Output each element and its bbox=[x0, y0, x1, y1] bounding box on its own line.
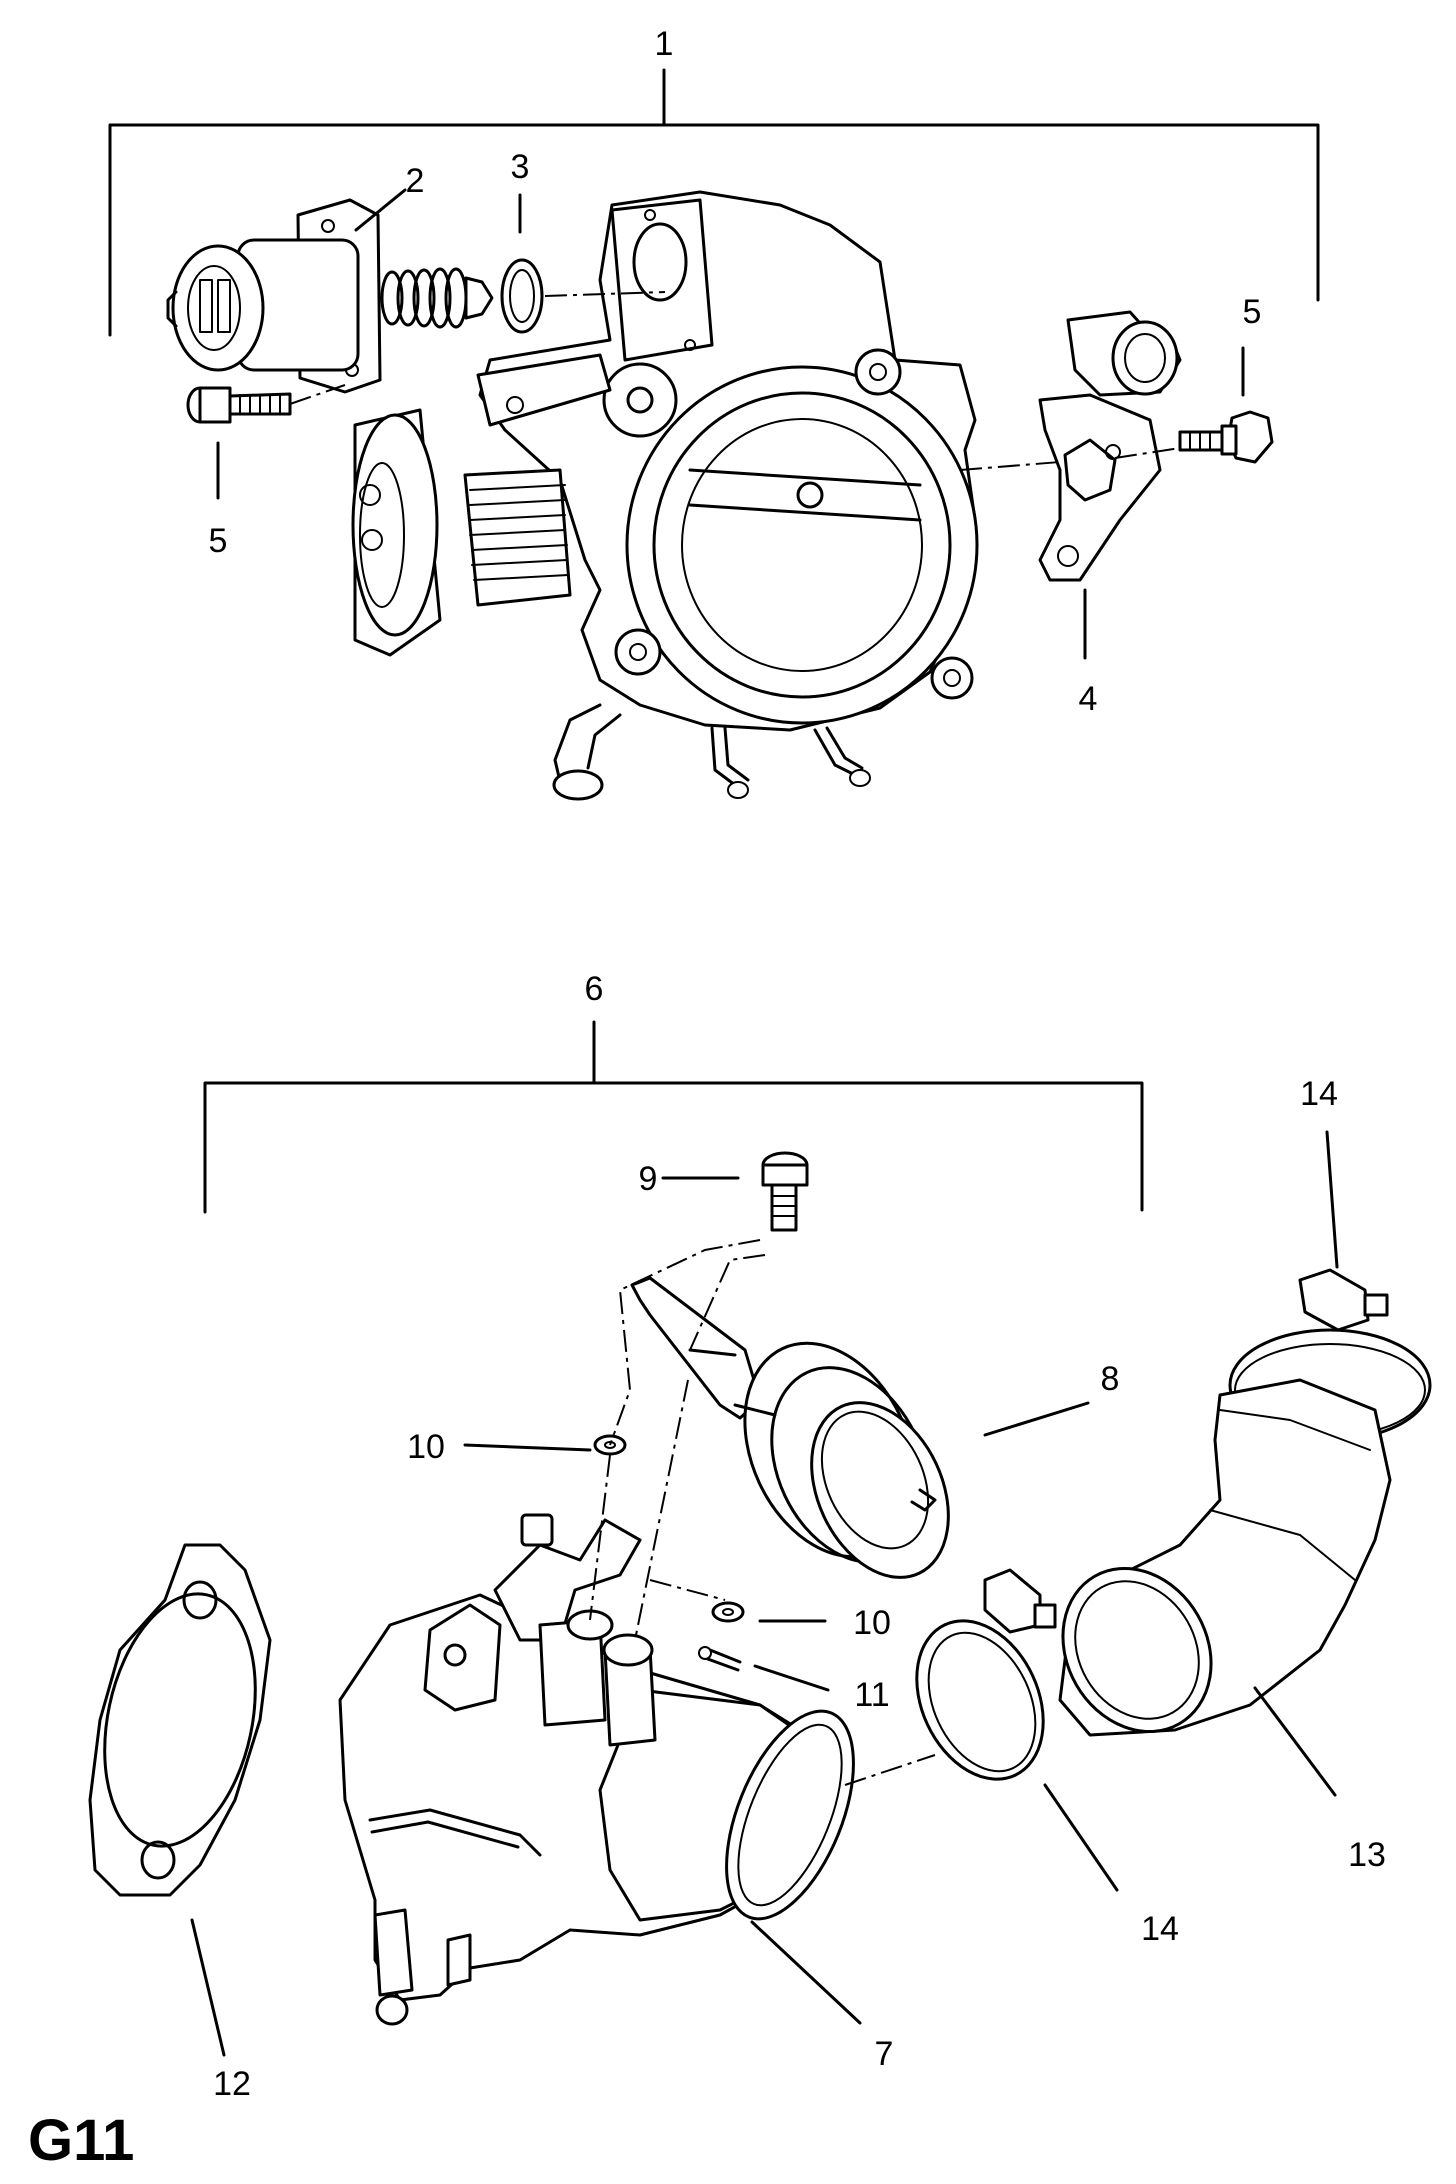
callout-10-right: 10 bbox=[853, 1604, 891, 1642]
callout-5-right: 5 bbox=[1243, 293, 1262, 331]
pin bbox=[698, 1646, 742, 1672]
callout-labels: 1 2 3 4 5 5 6 7 8 9 10 10 11 12 13 14 14 bbox=[209, 25, 1386, 2103]
throttle-body bbox=[351, 190, 979, 801]
leaders-lower bbox=[190, 1130, 1339, 2057]
callout-7: 7 bbox=[875, 2035, 894, 2073]
throttle-position-sensor bbox=[1038, 310, 1182, 582]
screw-left bbox=[186, 386, 292, 424]
callout-1: 1 bbox=[655, 25, 674, 63]
callout-13: 13 bbox=[1348, 1836, 1386, 1874]
leaders-upper bbox=[216, 188, 1245, 660]
o-ring bbox=[500, 258, 544, 334]
callout-6: 6 bbox=[585, 970, 604, 1008]
callout-12: 12 bbox=[213, 2065, 251, 2103]
page-code: G11 bbox=[28, 2108, 134, 2173]
callout-8: 8 bbox=[1101, 1360, 1120, 1398]
callout-9: 9 bbox=[639, 1160, 658, 1198]
hose-clamp-lower bbox=[915, 1568, 1057, 1781]
callout-2: 2 bbox=[406, 162, 425, 200]
alignment-lines-lower bbox=[589, 1239, 936, 1786]
callout-14-lower: 14 bbox=[1141, 1910, 1179, 1948]
callout-10-left: 10 bbox=[407, 1428, 445, 1466]
callout-14-upper: 14 bbox=[1300, 1075, 1338, 1113]
hose-clamp-upper bbox=[1228, 1268, 1432, 1442]
idle-air-control-valve bbox=[166, 198, 494, 394]
callout-3: 3 bbox=[511, 148, 530, 186]
vacuum-actuator bbox=[630, 1276, 950, 1579]
intake-housing bbox=[338, 1513, 855, 2026]
callout-11: 11 bbox=[854, 1676, 889, 1714]
screw-right bbox=[1178, 410, 1274, 464]
callout-5-left: 5 bbox=[209, 522, 228, 560]
alignment-lines-upper bbox=[289, 291, 1181, 471]
hose bbox=[1058, 1378, 1392, 1737]
callout-4: 4 bbox=[1079, 680, 1098, 718]
gasket bbox=[88, 1543, 272, 1897]
bracket-group-1 bbox=[108, 68, 1320, 337]
washer-lower bbox=[711, 1601, 745, 1623]
bracket-group-6 bbox=[203, 1020, 1144, 1214]
bolt bbox=[761, 1151, 809, 1232]
